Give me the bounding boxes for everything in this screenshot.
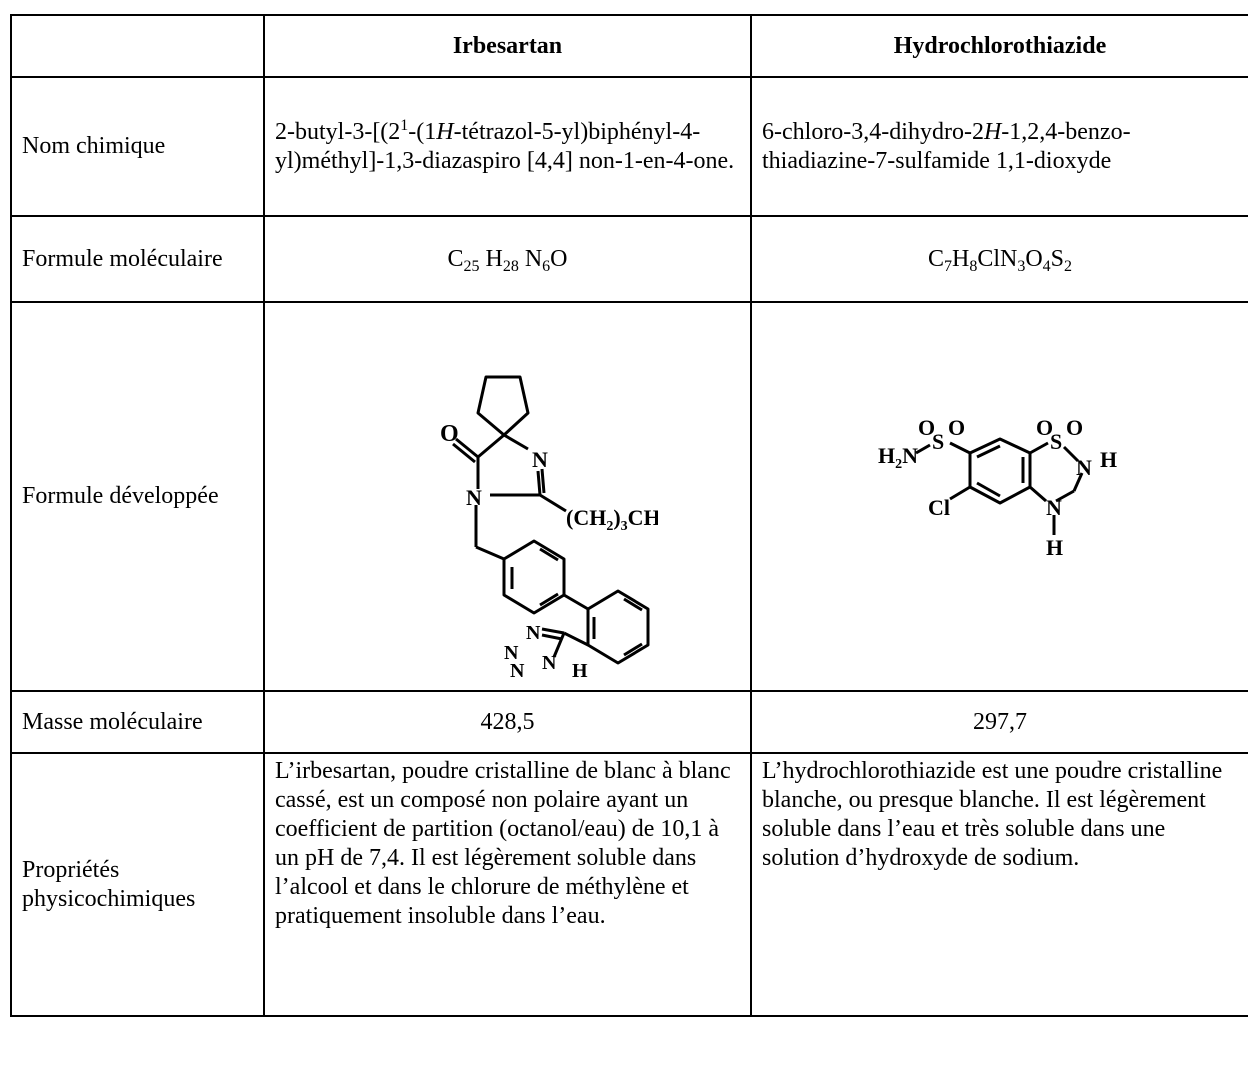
hctz-h1: H xyxy=(1100,447,1117,472)
comparison-table: Irbesartan Hydrochlorothiazide Nom chimi… xyxy=(10,14,1248,1017)
row-structural-formula: Formule développée xyxy=(10,301,1248,692)
butyl-chain-label: (CH2)3CH3 xyxy=(566,505,658,534)
tetrazole-h: H xyxy=(572,660,588,677)
row-molecular-mass: Masse moléculaire 428,5 297,7 xyxy=(10,690,1248,754)
irbesartan-molecular-mass: 428,5 xyxy=(263,690,752,754)
hctz-s1: S xyxy=(932,429,944,454)
label-properties: Propriétés physicochimiques xyxy=(10,752,265,1017)
label-structural-formula: Formule développée xyxy=(10,301,265,692)
row-molecular-formula: Formule moléculaire C25 H28 N6O C7H8ClN3… xyxy=(10,215,1248,303)
hctz-o1: O xyxy=(918,417,935,440)
hctz-h2: H xyxy=(1046,535,1063,560)
label-chemical-name: Nom chimique xyxy=(10,76,265,217)
tetrazole-n4: N xyxy=(542,652,557,674)
hctz-structure: O S O H2N O S O N H Cl N H xyxy=(878,417,1117,560)
row-properties: Propriétés physicochimiques L’irbesartan… xyxy=(10,752,1248,1017)
hctz-o2: O xyxy=(948,417,965,440)
hctz-chemical-name: 6-chloro-3,4-dihydro-2H-1,2,4-benzo-thia… xyxy=(750,76,1248,217)
header-irbesartan: Irbesartan xyxy=(263,14,752,78)
irbesartan-structure: O N N (CH2)3CH3 N N N N H xyxy=(440,375,658,677)
hctz-n1: N xyxy=(1076,455,1092,480)
hctz-cl: Cl xyxy=(928,495,950,520)
label-molecular-mass: Masse moléculaire xyxy=(10,690,265,754)
tetrazole-n2: N xyxy=(504,642,519,664)
irbesartan-molecular-formula: C25 H28 N6O xyxy=(263,215,752,303)
row-chemical-name: Nom chimique 2-butyl-3-[(21-(1H-tétrazol… xyxy=(10,76,1248,217)
irbesartan-chemical-name: 2-butyl-3-[(21-(1H-tétrazol-5-yl)biphény… xyxy=(263,76,752,217)
hctz-properties: L’hydrochlorothiazide est une poudre cri… xyxy=(750,752,1248,1017)
irbesartan-structure-cell: O N N (CH2)3CH3 N N N N H xyxy=(263,301,752,692)
label-molecular-formula: Formule moléculaire xyxy=(10,215,265,303)
hctz-o3: O xyxy=(1036,417,1053,440)
header-empty-cell xyxy=(10,14,265,78)
irbesartan-properties: L’irbesartan, poudre cristalline de blan… xyxy=(263,752,752,1017)
hctz-h2n: H2N xyxy=(878,443,918,472)
hctz-structure-cell: O S O H2N O S O N H Cl N H xyxy=(750,301,1248,692)
atom-n-amide: N xyxy=(466,485,482,510)
hctz-n2: N xyxy=(1046,495,1062,520)
atom-o: O xyxy=(440,421,459,447)
header-row: Irbesartan Hydrochlorothiazide xyxy=(10,14,1248,78)
tetrazole-n3: N xyxy=(510,660,525,677)
atom-n-ring: N xyxy=(532,447,548,472)
tetrazole-n1: N xyxy=(526,622,541,644)
hctz-molecular-mass: 297,7 xyxy=(750,690,1248,754)
hctz-s2: S xyxy=(1050,429,1062,454)
hctz-o4: O xyxy=(1066,417,1083,440)
hctz-molecular-formula: C7H8ClN3O4S2 xyxy=(750,215,1248,303)
header-hydrochlorothiazide: Hydrochlorothiazide xyxy=(750,14,1248,78)
